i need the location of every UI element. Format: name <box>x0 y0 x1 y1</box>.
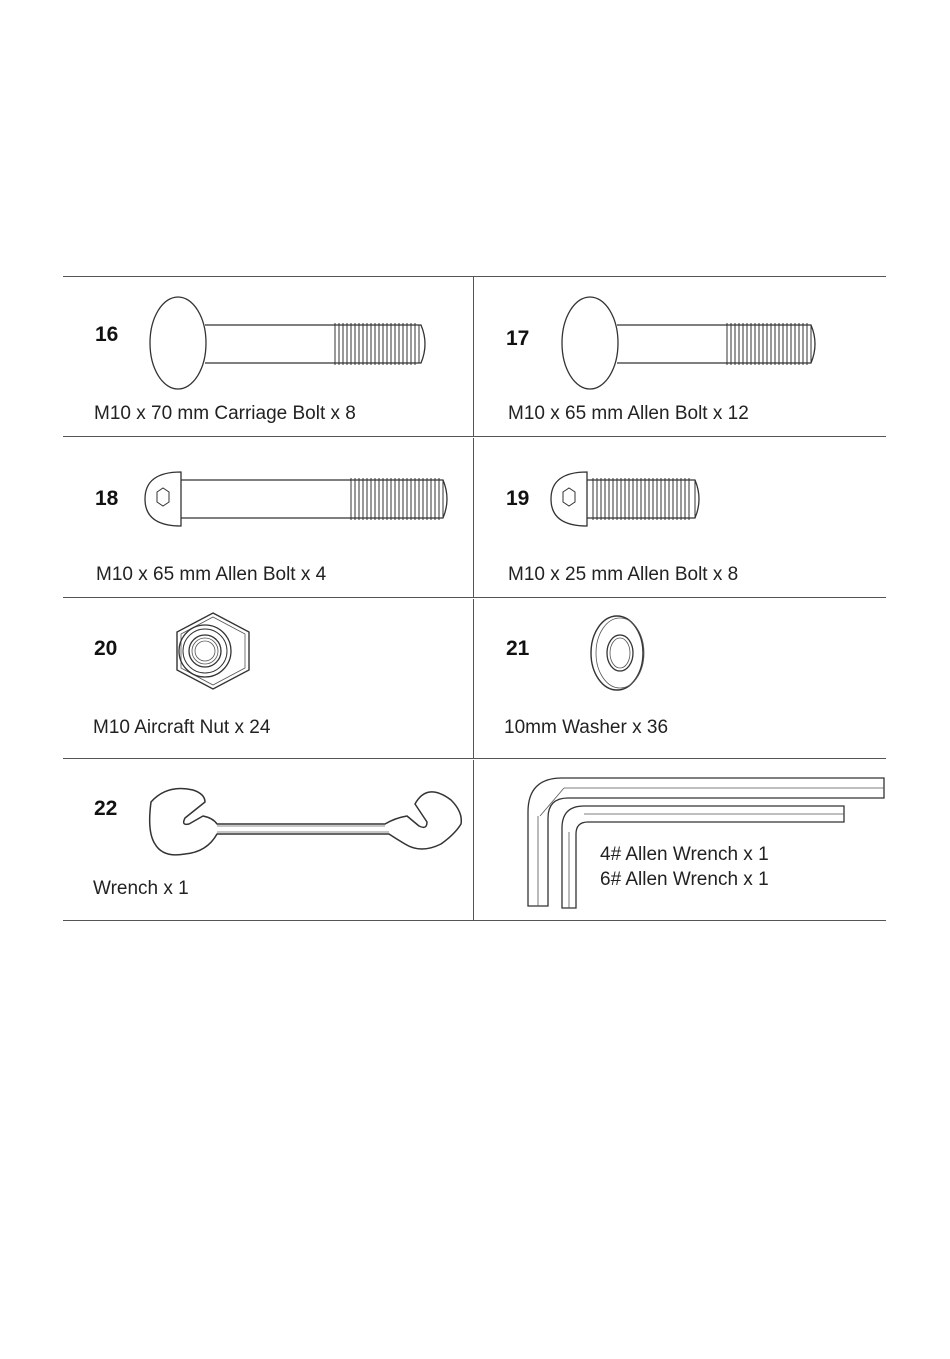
allen-wrench-line-1: 4# Allen Wrench x 1 <box>600 844 769 866</box>
part-cell-20: 20 M10 Aircraft Nut x 24 <box>63 599 474 758</box>
part-number: 18 <box>95 487 118 511</box>
table-row: 20 M10 Aircraft Nut x 24 21 10mm Washer … <box>63 599 886 759</box>
part-description: M10 x 25 mm Allen Bolt x 8 <box>508 564 738 586</box>
part-cell-18: 18 M10 x 65 mm Allen Bolt x <box>63 438 474 597</box>
part-cell-16: 16 M10 x 70 mm Carriage Bolt x 8 <box>63 277 474 436</box>
table-row: 22 Wrench x 1 4# Allen Wrench x 1 6# All… <box>63 760 886 920</box>
part-cell-22: 22 Wrench x 1 <box>63 760 474 920</box>
part-description: 10mm Washer x 36 <box>504 717 668 739</box>
part-description: M10 x 70 mm Carriage Bolt x 8 <box>94 403 356 425</box>
part-description: M10 Aircraft Nut x 24 <box>93 717 270 739</box>
part-cell-17: 17 M10 x 65 mm Allen Bolt x 12 <box>474 277 886 436</box>
washer-icon <box>587 613 649 693</box>
allen-wrench-line-2: 6# Allen Wrench x 1 <box>600 869 769 891</box>
table-row: 16 M10 x 70 mm Carriage Bolt x 8 <box>63 277 886 437</box>
part-number: 19 <box>506 487 529 511</box>
part-number: 22 <box>94 797 117 821</box>
allen-bolt-short-icon <box>549 466 709 532</box>
part-description: M10 x 65 mm Allen Bolt x 4 <box>96 564 326 586</box>
part-cell-allen-wrench: 4# Allen Wrench x 1 6# Allen Wrench x 1 <box>474 760 886 920</box>
part-description: Wrench x 1 <box>93 878 189 900</box>
part-number: 20 <box>94 637 117 661</box>
part-number: 21 <box>506 637 529 661</box>
hardware-parts-table: 16 M10 x 70 mm Carriage Bolt x 8 <box>63 276 886 921</box>
part-cell-21: 21 10mm Washer x 36 <box>474 599 886 758</box>
carriage-bolt-icon <box>561 295 821 391</box>
part-number: 16 <box>95 323 118 347</box>
part-description: M10 x 65 mm Allen Bolt x 12 <box>508 403 749 425</box>
part-number: 17 <box>506 327 529 351</box>
aircraft-nut-icon <box>171 611 255 691</box>
carriage-bolt-icon <box>149 295 431 391</box>
table-row: 18 M10 x 65 mm Allen Bolt x <box>63 438 886 598</box>
wrench-icon <box>145 772 465 866</box>
part-cell-19: 19 M10 x 25 mm Allen Bolt x 8 <box>474 438 886 597</box>
allen-bolt-long-icon <box>143 466 455 532</box>
